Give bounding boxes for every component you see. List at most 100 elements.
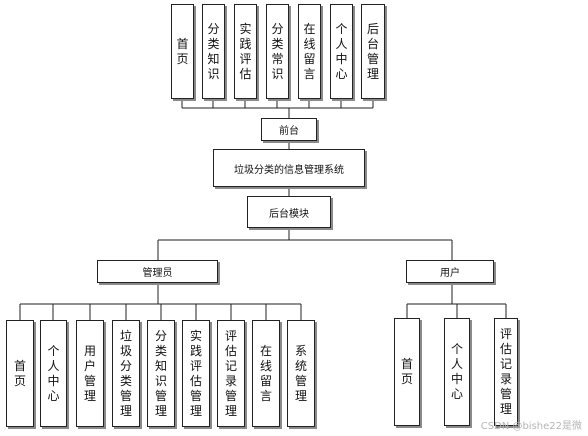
admin-module-assessment-record-management: 评估记录管理 [217, 320, 245, 427]
backend-label: 后台模块 [269, 208, 309, 220]
label-char: 管 [119, 388, 132, 403]
admin-module-label: 用户管理 [84, 344, 97, 404]
label-char: 估 [239, 66, 252, 81]
label-char: 知 [154, 358, 167, 373]
label-char: 识 [271, 66, 284, 81]
label-char: 户 [83, 358, 96, 373]
admin-module-label: 个人中心 [47, 344, 60, 404]
backend-node: 后台模块 [247, 196, 331, 228]
admin-module-label: 垃圾分类管理 [120, 329, 133, 419]
front-module-backend-management: 后台管理 [361, 4, 385, 99]
label-char: 个 [335, 21, 348, 36]
label-char: 理 [499, 402, 512, 416]
label-char: 页 [176, 51, 189, 66]
label-char: 垃 [119, 328, 132, 343]
user-module-assessment-record-management: 评估记录管理 [494, 318, 518, 426]
label-char: 分 [207, 21, 220, 36]
admin-module-user-management: 用户管理 [76, 320, 104, 427]
front-module-label: 首页 [176, 37, 189, 67]
label-char: 管 [83, 373, 96, 388]
label-char: 心 [450, 387, 463, 401]
label-char: 理 [366, 66, 379, 81]
front-label: 前台 [279, 126, 299, 137]
label-char: 在 [303, 21, 316, 36]
label-char: 个 [47, 343, 60, 358]
front-module-label: 个人中心 [335, 22, 348, 82]
label-char: 页 [13, 373, 26, 388]
system-node: 垃圾分类的信息管理系统 [213, 149, 365, 187]
label-char: 理 [119, 403, 132, 418]
admin-module-personal-center: 个人中心 [40, 320, 67, 427]
system-label: 垃圾分类的信息管理系统 [234, 164, 344, 176]
front-module-personal-center: 个人中心 [330, 4, 353, 99]
front-module-label: 后台管理 [367, 22, 380, 82]
label-char: 理 [294, 388, 307, 403]
label-char: 心 [335, 66, 348, 81]
front-node: 前台 [261, 118, 317, 141]
user-module-personal-center: 个人中心 [444, 318, 470, 426]
label-char: 首 [13, 358, 26, 373]
label-char: 中 [47, 373, 60, 388]
front-module-home: 首页 [171, 4, 194, 99]
admin-module-garbage-category-management: 垃圾分类管理 [112, 320, 140, 427]
label-char: 评 [224, 328, 237, 343]
label-char: 统 [294, 358, 307, 373]
front-module-practice-assessment: 实践评估 [234, 4, 257, 99]
admin-module-label: 评估记录管理 [225, 329, 238, 419]
label-char: 人 [335, 36, 348, 51]
label-char: 理 [224, 403, 237, 418]
label-char: 分 [271, 21, 284, 36]
label-char: 类 [154, 343, 167, 358]
label-char: 线 [303, 36, 316, 51]
label-char: 管 [499, 387, 512, 401]
label-char: 类 [271, 36, 284, 51]
label-char: 言 [259, 388, 272, 403]
label-char: 在 [259, 343, 272, 358]
admin-module-online-message: 在线留言 [252, 320, 280, 427]
label-char: 管 [294, 373, 307, 388]
label-char: 估 [189, 373, 202, 388]
label-char: 个 [450, 342, 463, 356]
label-char: 知 [207, 51, 220, 66]
label-char: 用 [83, 343, 96, 358]
label-char: 识 [207, 66, 220, 81]
label-char: 实 [239, 21, 252, 36]
front-module-online-message: 在线留言 [298, 4, 321, 99]
label-char: 人 [450, 357, 463, 371]
label-char: 常 [271, 51, 284, 66]
admin-module-practice-assessment-management: 实践评估管理 [182, 320, 210, 427]
label-char: 中 [335, 51, 348, 66]
admin-module-label: 系统管理 [295, 344, 308, 404]
label-char: 圾 [119, 343, 132, 358]
label-char: 录 [499, 372, 512, 386]
admin-module-category-knowledge-management: 分类知识管理 [147, 320, 175, 427]
user-node: 用户 [406, 260, 494, 283]
label-char: 理 [83, 388, 96, 403]
admin-module-home: 首页 [6, 320, 34, 427]
label-char: 类 [119, 373, 132, 388]
label-char: 评 [499, 327, 512, 341]
front-module-label: 实践评估 [239, 22, 252, 82]
label-char: 后 [366, 21, 379, 36]
user-module-label: 评估记录管理 [500, 327, 513, 417]
label-char: 分 [154, 328, 167, 343]
label-char: 管 [189, 388, 202, 403]
label-char: 理 [154, 403, 167, 418]
admin-module-system-management: 系统管理 [287, 320, 315, 427]
label-char: 估 [499, 342, 512, 356]
label-char: 管 [366, 51, 379, 66]
label-char: 言 [303, 66, 316, 81]
admin-module-label: 在线留言 [260, 344, 273, 404]
admin-label: 管理员 [142, 268, 173, 279]
front-module-category-knowledge: 分类知识 [202, 4, 225, 99]
label-char: 识 [154, 373, 167, 388]
label-char: 留 [303, 51, 316, 66]
label-char: 践 [239, 36, 252, 51]
label-char: 类 [207, 36, 220, 51]
label-char: 估 [224, 343, 237, 358]
front-module-label: 分类常识 [271, 22, 284, 82]
label-char: 践 [189, 343, 202, 358]
label-char: 页 [400, 372, 413, 386]
admin-module-label: 分类知识管理 [155, 329, 168, 419]
